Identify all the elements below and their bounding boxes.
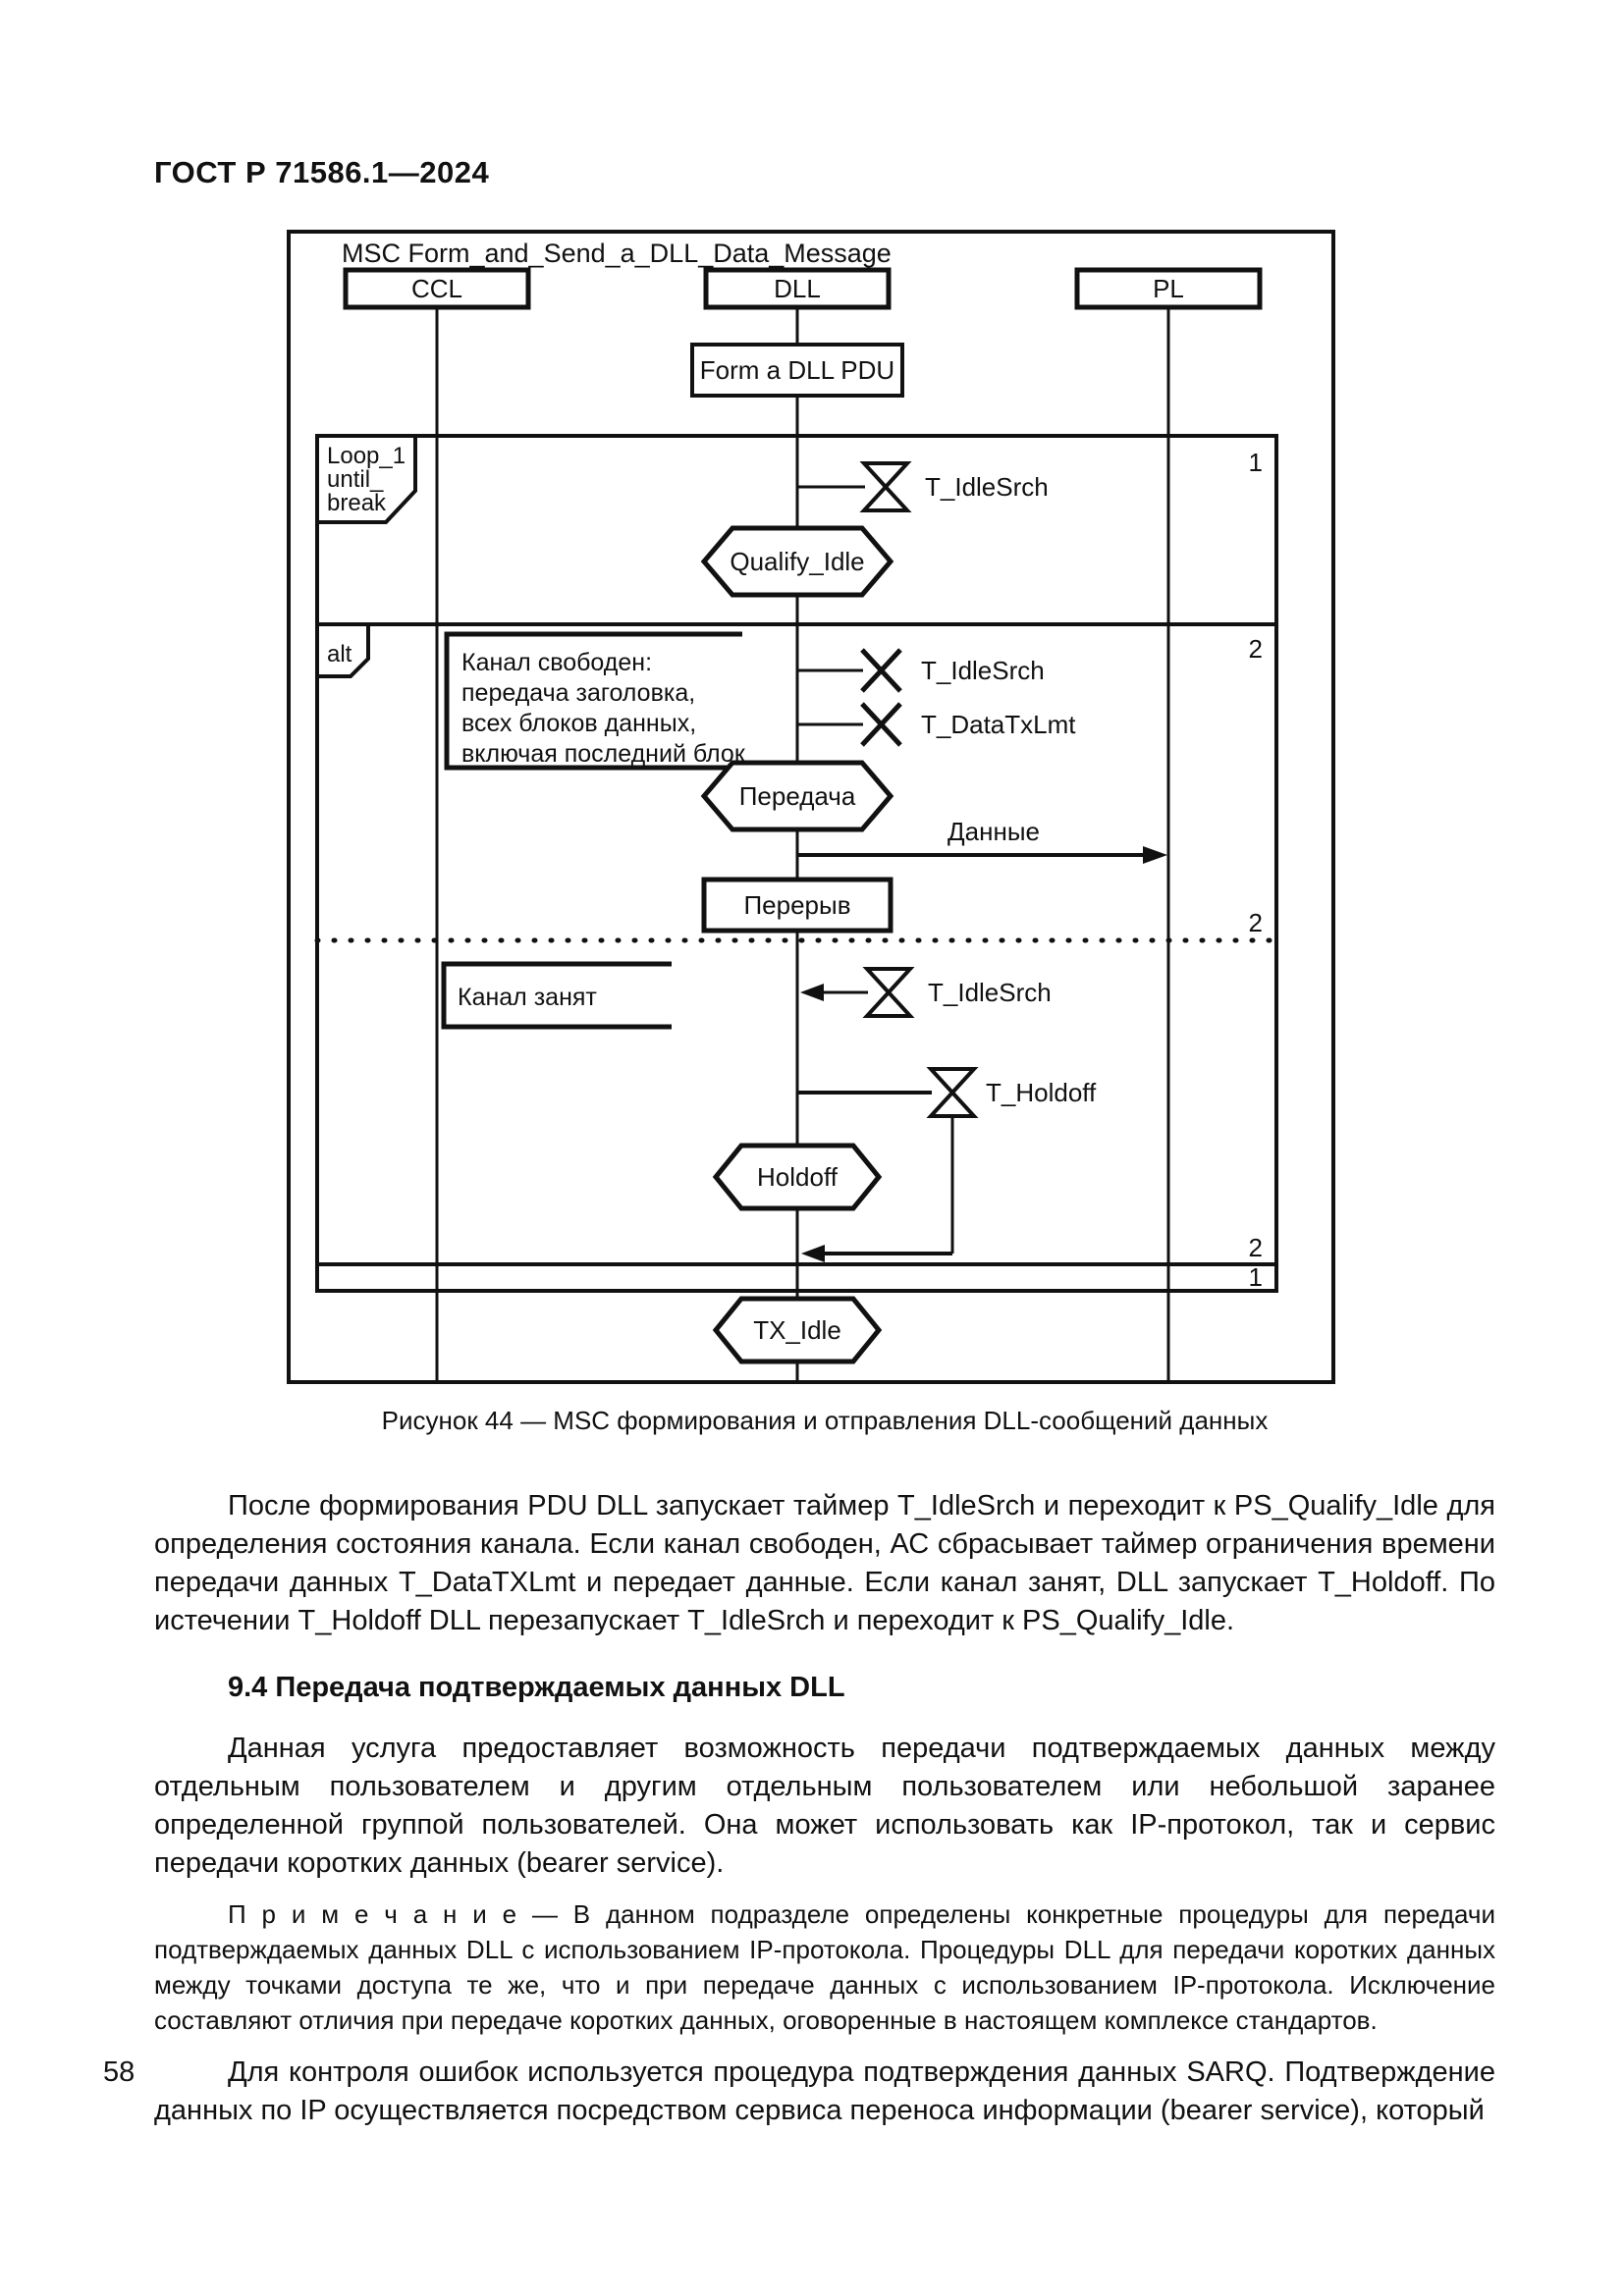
text-column: Рисунок 44 — MSC формирования и отправле… xyxy=(154,1406,1495,2130)
state-hexagon-tx-idle xyxy=(712,1296,883,1364)
arrowhead-left-icon xyxy=(800,984,824,1001)
instance-label-ccl: CCL xyxy=(411,274,462,303)
arrowhead-left-icon xyxy=(801,1245,825,1262)
state-hexagon-transmit xyxy=(700,760,894,832)
paragraph-1: После формирования PDU DLL запускает тай… xyxy=(154,1490,1495,1636)
alt-label: alt xyxy=(327,641,352,667)
comment-channel-busy-label: Канал занят xyxy=(458,984,597,1011)
instance-label-dll: DLL xyxy=(774,274,821,303)
msc-frame xyxy=(287,230,1335,1384)
instance-box-ccl xyxy=(343,267,531,310)
alt-ref-top: 2 xyxy=(1249,634,1263,664)
timer-label-holdoff-set: T_Holdoff xyxy=(986,1078,1097,1107)
state-label-qualify-idle: Qualify_Idle xyxy=(730,547,864,576)
paragraph-2: Данная услуга предоставляет возможность … xyxy=(154,1733,1495,1879)
note-label: П р и м е ч а н и е xyxy=(228,1899,517,1929)
comment-line: всех блоков данных, xyxy=(461,710,696,737)
comment-line: передача заголовка, xyxy=(461,679,695,707)
timer-label-idlesrch-set: T_IdleSrch xyxy=(925,472,1049,502)
loop-ref-bottom: 1 xyxy=(1249,1262,1263,1292)
document-header: ГОСТ Р 71586.1—2024 xyxy=(154,155,490,189)
timer-label-idlesrch-reset: T_IdleSrch xyxy=(921,656,1045,685)
loop-label-line: Loop_1 xyxy=(327,443,406,469)
state-label-holdoff: Holdoff xyxy=(757,1162,839,1192)
action-box-form-pdu xyxy=(690,343,904,398)
instance-label-pl: PL xyxy=(1153,274,1184,303)
timer-label-datatxlmt-reset: T_DataTxLmt xyxy=(921,710,1076,739)
comment-box-channel-free xyxy=(444,631,742,771)
timer-reset-x-icon xyxy=(860,648,902,693)
timer-expire-hourglass-icon xyxy=(862,967,915,1018)
msc-title: MSC Form_and_Send_a_DLL_Data_Message xyxy=(342,239,892,268)
msc-diagram: MSC Form_and_Send_a_DLL_Data_Message Loo… xyxy=(287,230,1335,1384)
action-label-break: Перерыв xyxy=(743,890,850,920)
note-text: — В данном подразделе определены конкрет… xyxy=(154,1899,1495,2035)
figure-caption: Рисунок 44 — MSC формирования и отправле… xyxy=(381,1406,1269,1435)
action-label-form-pdu: Form a DLL PDU xyxy=(700,355,894,385)
state-hexagon-holdoff xyxy=(712,1143,883,1211)
note-paragraph: П р и м е ч а н и е — В данном подраздел… xyxy=(154,1896,1495,2038)
alt-ref-divider: 2 xyxy=(1249,908,1263,937)
comment-line: Канал свободен: xyxy=(461,649,652,676)
state-hexagon-qualify-idle xyxy=(700,525,894,598)
arrowhead-right-icon xyxy=(1143,846,1167,864)
section-heading-9-4: 9.4 Передача подтверждаемых данных DLL xyxy=(228,1672,845,1703)
instance-box-dll xyxy=(703,267,892,310)
message-label-data: Данные xyxy=(947,817,1040,846)
comment-box-channel-busy xyxy=(441,961,672,1030)
paragraph-3: Для контроля ошибок используется процеду… xyxy=(154,2056,1495,2126)
loop-label-pentagon xyxy=(315,434,417,524)
timer-label-idlesrch-expire: T_IdleSrch xyxy=(928,978,1052,1007)
state-label-tx-idle: TX_Idle xyxy=(753,1315,841,1345)
loop-label-line: break xyxy=(327,490,387,516)
instance-box-pl xyxy=(1074,267,1263,310)
page-number: 58 xyxy=(103,2056,135,2088)
loop-ref-top: 1 xyxy=(1249,448,1263,477)
timer-set-hourglass-icon xyxy=(926,1067,979,1118)
alt-frame xyxy=(315,622,1278,1266)
action-box-break xyxy=(701,877,893,934)
alt-label-pentagon xyxy=(315,622,370,678)
comment-line: включая последний блок xyxy=(461,740,746,768)
alt-ref-bottom: 2 xyxy=(1249,1233,1263,1262)
state-label-transmit: Передача xyxy=(739,781,856,811)
timer-set-hourglass-icon xyxy=(859,461,912,512)
timer-reset-x-icon xyxy=(860,702,902,747)
loop-label-line: until_ xyxy=(327,466,384,493)
